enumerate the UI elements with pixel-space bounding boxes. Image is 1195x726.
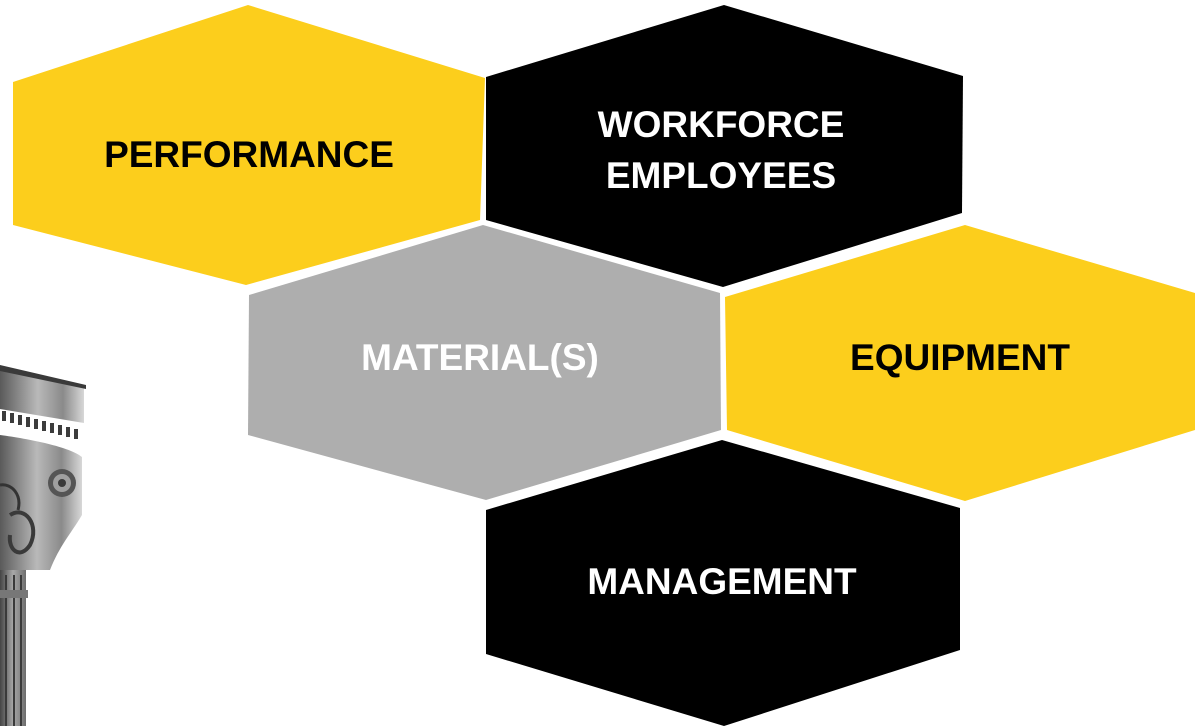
hex-equipment: EQUIPMENT xyxy=(725,225,1195,501)
hex-performance-shape xyxy=(13,5,485,285)
hex-workforce-shape xyxy=(486,5,963,287)
hex-materials-label: MATERIAL(S) xyxy=(361,337,599,378)
column-capital-image xyxy=(0,365,86,726)
hex-management-shape xyxy=(486,440,960,726)
hex-materials: MATERIAL(S) xyxy=(248,225,721,500)
hex-workforce-label-line1: WORKFORCE xyxy=(598,104,845,145)
hex-management-label: MANAGEMENT xyxy=(587,561,857,602)
hex-equipment-shape xyxy=(725,225,1195,501)
hex-management: MANAGEMENT xyxy=(486,440,960,726)
hex-workforce: WORKFORCE EMPLOYEES xyxy=(486,5,963,287)
hex-performance-label: PERFORMANCE xyxy=(104,134,394,175)
hex-equipment-label: EQUIPMENT xyxy=(850,337,1070,378)
hex-performance: PERFORMANCE xyxy=(13,5,485,285)
hex-materials-shape xyxy=(248,225,721,500)
hex-workforce-label-line2: EMPLOYEES xyxy=(606,155,836,196)
